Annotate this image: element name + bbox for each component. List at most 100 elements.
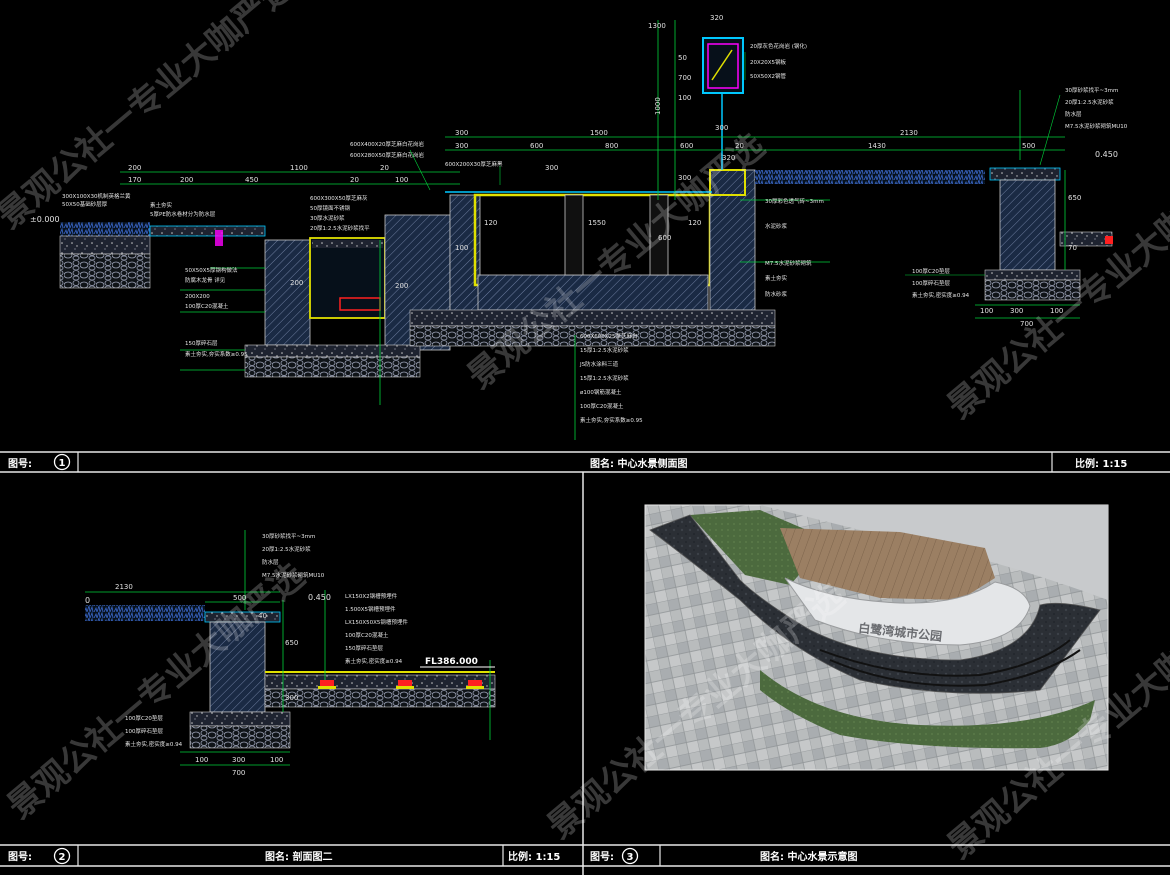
dim-label: 700 (232, 769, 245, 777)
notes-top-panel2: 30厚砂浆找平~3mm 20厚1:2.5水泥砂浆 防水层 M7.5水泥砂浆砌筑M… (262, 532, 325, 579)
retaining-wall-right (999, 179, 1056, 271)
note-text: 水泥砂浆 (765, 222, 788, 230)
note-text: 素土夯实 (765, 274, 788, 282)
note-text: 100厚C20混凝土 (185, 302, 229, 310)
footing-slab (244, 344, 421, 358)
dim-label: 700 (1020, 320, 1033, 328)
note-text: 素土夯实,密实度≥0.94 (912, 291, 970, 299)
dim-label: 100 (678, 94, 691, 102)
dim-label: 300 (232, 756, 245, 764)
note-text: 600X300X50厚芝麻灰 (310, 194, 368, 202)
dim-label: 650 (1068, 194, 1081, 202)
drawing-number-label: 图号: (8, 458, 32, 470)
right-edge-marker (1105, 236, 1113, 244)
elevation-label: 0 (85, 596, 90, 605)
grass-strip-left (60, 222, 150, 236)
drawing-number-value: 1 (59, 458, 66, 469)
elevation-marks-panel2: 0 0.450 FL386.000 (85, 593, 478, 667)
dim-label: 650 (285, 639, 298, 647)
note-text: 20厚1:2.5水泥砂浆 (1065, 98, 1114, 106)
dim-label: 1550 (588, 219, 606, 227)
retaining-wall-left (264, 239, 311, 346)
note-text: 防腐木龙骨 详见 (185, 276, 226, 284)
pool-pillar-2 (649, 194, 669, 276)
dimension-lines-panel1 (120, 20, 1080, 440)
dim-label: 320 (722, 154, 735, 162)
note-text: M7.5水泥砂浆砌筑MU10 (262, 571, 325, 579)
lawn-bottom (760, 670, 1095, 749)
dim-label: 1300 (648, 22, 666, 30)
note-text: 素土夯实,密实度≥0.94 (345, 657, 403, 665)
elevation-marks-panel1: ±0.000 0.450 (30, 150, 1118, 224)
wood-deck (780, 528, 995, 600)
dim-label: 500 (1022, 142, 1035, 150)
note-text: 600X280X50厚芝麻白花岗岩 (350, 151, 425, 159)
note-text: M7.5水泥砂浆砌筑 (765, 259, 812, 267)
gravel-layer-left (59, 253, 151, 289)
dim-label: 20 (735, 142, 744, 150)
dim-label: 100 (1050, 307, 1063, 315)
water-basin (649, 514, 1101, 694)
wall-coping (989, 167, 1061, 181)
wood-deck-frame (309, 237, 386, 319)
note-text: 素土夯实,密实度≥0.94 (125, 740, 183, 748)
notes-lamp: 20厚灰色花岗岩 (钢化) 20X20X5钢板 50X50X2钢管 (750, 42, 807, 80)
elevation-label: 0.450 (1095, 150, 1118, 159)
edge-marker (215, 230, 223, 246)
note-text: 100厚碎石垫层 (912, 279, 950, 287)
dim-label: 100 (395, 176, 408, 184)
note-text: 素土夯实,夯实系数≥0.95 (185, 350, 248, 358)
dimension-lines-panel2 (85, 530, 491, 766)
dim-label: 2130 (115, 583, 133, 591)
feature-wall (784, 577, 1031, 646)
dim-label: 320 (710, 14, 723, 22)
dim-label: 200 (128, 164, 141, 172)
note-text: 50X50X5厚钢构做法 (185, 266, 238, 274)
notes-left: 300X100X30机制英格兰黄 50X50基础砂层厚 素土夯实 5厚PE防水卷… (62, 192, 248, 358)
title-bar-panel-2: 图号: 2 图名: 剖面图二 比例: 1:15 (8, 847, 560, 865)
note-text: 100厚C20混凝土 (345, 631, 389, 639)
note-text: 15厚1:2.5水泥砂浆 (580, 374, 629, 382)
dim-label: 300 (678, 174, 691, 182)
dim-label: 2130 (900, 129, 918, 137)
pool-wall-right (709, 169, 756, 311)
notes-right-panel2: LX150X2钢槽预埋件 1.500X5钢槽预埋件 LX150X50X5钢槽预埋… (345, 592, 408, 665)
dim-label: 300 (455, 142, 468, 150)
dim-label: 70 (1068, 244, 1077, 252)
note-text: 50X50X2钢管 (750, 72, 787, 80)
footing-gravel (189, 725, 291, 749)
note-text: 防水砂浆 (765, 290, 788, 298)
note-text: 50厚镜面不锈钢 (310, 204, 350, 212)
note-text: 600X400X20厚芝麻白花岗岩 (350, 140, 425, 148)
drawing-number-label: 图号: (8, 851, 32, 863)
notes-right-middle: 30厚彩色透气砖~3mm 水泥砂浆 M7.5水泥砂浆砌筑 素土夯实 防水砂浆 (765, 197, 824, 298)
elevation-label: FL386.000 (425, 657, 478, 667)
panel-2-section-two: 2130 500 700 100 300 100 40 650 300 0 0.… (8, 530, 560, 865)
note-text: 150厚碎石层 (185, 339, 218, 347)
note-text: 30厚砂浆找平~3mm (262, 532, 315, 540)
gravel-bed (264, 688, 496, 708)
dim-label: 450 (245, 176, 258, 184)
gravel-bed-pool (409, 325, 776, 347)
watermark-text: 景观公社一专业大咖严选 (0, 0, 302, 237)
note-text: 100厚C20混凝土 (580, 402, 624, 410)
dim-label: 800 (605, 142, 618, 150)
notes-right: 30厚砂浆找平~3mm 20厚1:2.5水泥砂浆 防水层 M7.5水泥砂浆砌筑M… (912, 86, 1128, 299)
drawing-number-circle (53, 453, 71, 471)
note-text: 防水层 (262, 558, 279, 566)
coping-right (709, 169, 746, 196)
dim-label: 300 (455, 129, 468, 137)
note-text: 防水层 (1065, 110, 1082, 118)
pool-floor-slab (477, 274, 709, 311)
note-text: 素土夯实 (150, 201, 173, 209)
dim-label: 200 (180, 176, 193, 184)
dim-label: 100 (195, 756, 208, 764)
anchor-caps (318, 686, 484, 689)
note-text: LX150X2钢槽预埋件 (345, 592, 398, 600)
dimension-labels-panel2: 2130 500 700 100 300 100 40 650 300 (115, 583, 298, 777)
note-text: 300X100X30机制英格兰黄 (62, 192, 131, 200)
base-slab (409, 309, 776, 327)
paving-band (149, 225, 266, 237)
note-text: 30厚砂浆找平~3mm (1065, 86, 1118, 94)
